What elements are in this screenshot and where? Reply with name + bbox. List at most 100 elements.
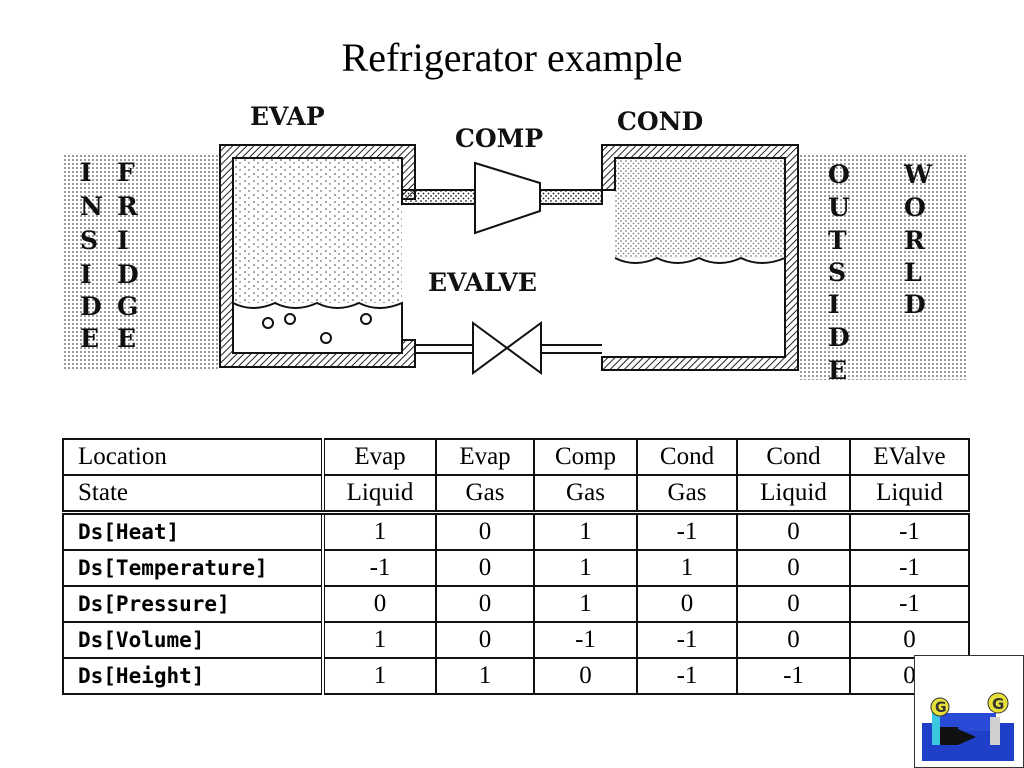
svg-text:R: R xyxy=(904,226,925,255)
table-cell: Cond xyxy=(636,438,738,476)
table-cell: -1 xyxy=(636,621,738,659)
gas-pipe-left xyxy=(401,189,476,205)
table-cell: 0 xyxy=(849,621,970,659)
table-row: Ds[Pressure] 0 0 1 0 0 -1 xyxy=(62,585,970,623)
table-cell: Evap xyxy=(435,438,535,476)
table-cell: -1 xyxy=(636,511,738,551)
table-cell: 0 xyxy=(435,511,535,551)
table-cell: Gas xyxy=(636,474,738,515)
svg-text:G: G xyxy=(992,695,1004,713)
svg-text:N: N xyxy=(80,192,103,221)
table-cell: 1 xyxy=(322,511,437,551)
outside-world-area xyxy=(800,155,968,380)
table-row: Ds[Volume] 1 0 -1 -1 0 0 xyxy=(62,621,970,659)
table-cell: -1 xyxy=(736,657,851,695)
state-header: State xyxy=(62,474,325,515)
svg-text:I: I xyxy=(828,290,840,319)
table-cell: -1 xyxy=(322,549,437,587)
location-header: Location xyxy=(62,438,325,476)
svg-text:D: D xyxy=(117,260,139,289)
table-row: Ds[Heat] 1 0 1 -1 0 -1 xyxy=(62,511,970,551)
table-cell: 0 xyxy=(435,549,535,587)
table-cell: 1 xyxy=(322,657,437,695)
refrigerator-diagram: EVAP COMP COND EVALVE I N S I D E F R I … xyxy=(62,102,968,385)
outside-label: O U T S I D E xyxy=(828,160,850,385)
svg-text:R: R xyxy=(117,192,138,221)
svg-text:G: G xyxy=(935,700,947,716)
svg-text:S: S xyxy=(828,258,846,287)
cond-label: COND xyxy=(617,107,703,136)
table-cell: 1 xyxy=(322,621,437,659)
inside-fridge-area xyxy=(62,155,220,370)
svg-text:L: L xyxy=(904,258,922,287)
evalve-label: EVALVE xyxy=(428,268,537,297)
table-cell: 1 xyxy=(435,657,535,695)
table-cell: 0 xyxy=(435,621,535,659)
table-cell: EValve xyxy=(849,438,970,476)
svg-text:I: I xyxy=(80,260,92,289)
table-cell: Gas xyxy=(435,474,535,515)
svg-text:D: D xyxy=(828,323,850,352)
svg-text:E: E xyxy=(80,324,99,353)
expansion-valve xyxy=(472,321,542,375)
table-cell: 0 xyxy=(736,549,851,587)
table-cell: 0 xyxy=(736,585,851,623)
evaporator-tank xyxy=(219,144,416,368)
svg-text:D: D xyxy=(80,292,102,321)
svg-text:E: E xyxy=(117,324,136,353)
table-cell: 1 xyxy=(533,585,638,623)
table-cell: Liquid xyxy=(322,474,437,515)
svg-text:O: O xyxy=(828,160,850,189)
table-cell: -1 xyxy=(849,511,970,551)
svg-text:O: O xyxy=(904,193,926,222)
table-cell: -1 xyxy=(636,657,738,695)
table-cell: -1 xyxy=(533,621,638,659)
fridge-label: F R I D G E xyxy=(117,158,139,353)
table-cell: 0 xyxy=(322,585,437,623)
row-label: Ds[Volume] xyxy=(62,621,325,659)
condenser-tank xyxy=(601,144,799,371)
svg-text:D: D xyxy=(904,290,926,319)
table-cell: 0 xyxy=(636,585,738,623)
svg-text:E: E xyxy=(828,356,847,385)
svg-text:S: S xyxy=(80,226,98,255)
corner-logo-icon: G G xyxy=(914,655,1024,768)
table-cell: -1 xyxy=(849,549,970,587)
table-cell: Gas xyxy=(533,474,638,515)
table-cell: 1 xyxy=(636,549,738,587)
svg-text:G: G xyxy=(117,292,138,321)
slide-title: Refrigerator example xyxy=(341,35,683,80)
inside-label: I N S I D E xyxy=(80,158,103,353)
row-label: Ds[Temperature] xyxy=(62,549,325,587)
table-cell: 0 xyxy=(736,621,851,659)
row-label: Ds[Heat] xyxy=(62,511,325,551)
svg-text:U: U xyxy=(828,193,850,222)
comp-label: COMP xyxy=(455,124,543,153)
table-cell: 0 xyxy=(736,511,851,551)
table-cell: Liquid xyxy=(736,474,851,515)
row-label: Ds[Height] xyxy=(62,657,325,695)
row-label: Ds[Pressure] xyxy=(62,585,325,623)
table-row: Ds[Height] 1 1 0 -1 -1 0 xyxy=(62,657,970,695)
table-cell: 0 xyxy=(435,585,535,623)
gas-pipe-right xyxy=(539,189,603,205)
table-cell: Cond xyxy=(736,438,851,476)
svg-text:I: I xyxy=(80,158,92,187)
table-cell: Comp xyxy=(533,438,638,476)
table-cell: 0 xyxy=(533,657,638,695)
svg-text:F: F xyxy=(117,158,135,187)
svg-text:I: I xyxy=(117,226,129,255)
table-cell: 1 xyxy=(533,549,638,587)
state-row: State Liquid Gas Gas Gas Liquid Liquid xyxy=(62,474,970,515)
svg-text:T: T xyxy=(828,226,847,255)
table-cell: 1 xyxy=(533,511,638,551)
svg-text:W: W xyxy=(903,160,933,189)
table-cell: Liquid xyxy=(849,474,970,515)
compressor xyxy=(474,161,541,235)
table-row: Ds[Temperature] -1 0 1 1 0 -1 xyxy=(62,549,970,587)
qualitative-derivative-table: Location Evap Evap Comp Cond Cond EValve… xyxy=(62,438,970,695)
table-cell: Evap xyxy=(322,438,437,476)
location-row: Location Evap Evap Comp Cond Cond EValve xyxy=(62,438,970,476)
table-cell: -1 xyxy=(849,585,970,623)
evap-label: EVAP xyxy=(250,102,325,131)
